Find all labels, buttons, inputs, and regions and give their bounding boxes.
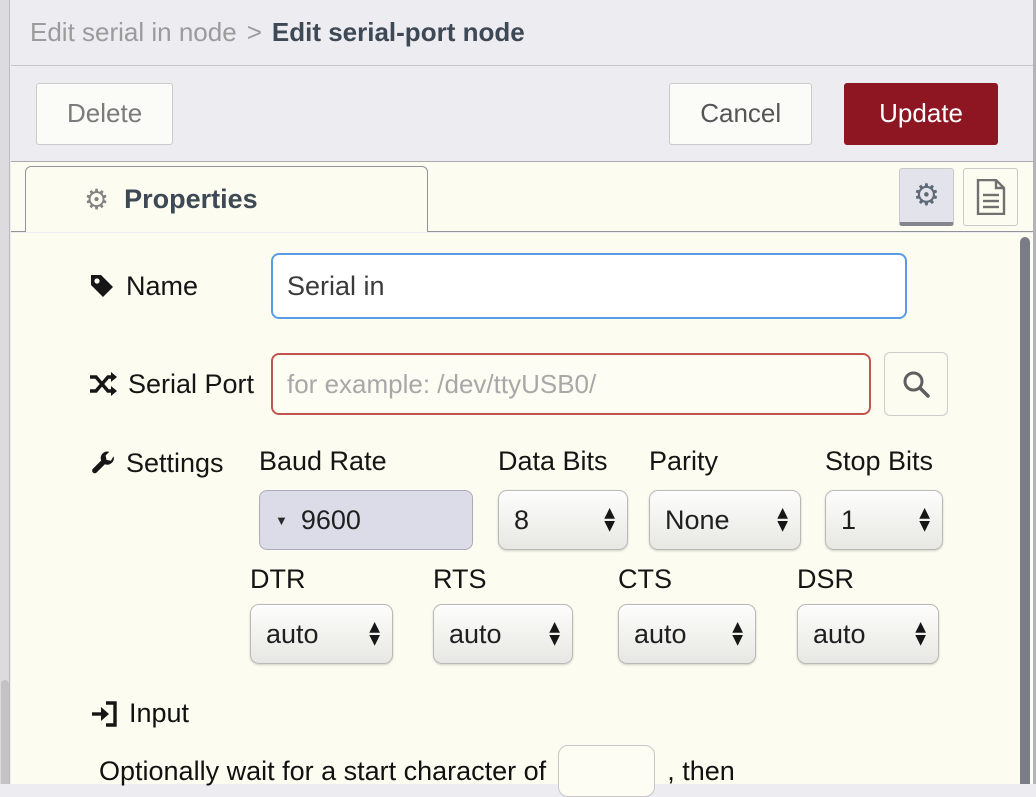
breadcrumb-parent[interactable]: Edit serial in node xyxy=(30,17,237,47)
input-section-header: Input xyxy=(91,698,1033,729)
delete-button[interactable]: Delete xyxy=(36,82,174,145)
wait-text-before: Optionally wait for a start character of xyxy=(99,755,547,786)
breadcrumb-separator: > xyxy=(246,17,262,47)
panel-scrollbar[interactable] xyxy=(1020,237,1030,784)
parity-value: None xyxy=(665,504,730,535)
baud-rate-value: 9600 xyxy=(300,504,361,535)
dtr-value: auto xyxy=(266,618,319,649)
name-input[interactable] xyxy=(271,253,907,319)
tab-properties[interactable]: ⚙ Properties xyxy=(25,166,428,232)
properties-panel: Name Serial Port xyxy=(11,233,1033,797)
panel-scrollbar-thumb[interactable] xyxy=(1020,237,1030,784)
data-bits-label: Data Bits xyxy=(498,446,608,476)
dtr-field: DTR auto ▲▼ xyxy=(250,564,393,664)
tab-properties-label: Properties xyxy=(124,184,258,214)
settings-row: Settings Baud Rate ▼ 9600 Data Bits xyxy=(89,446,1033,664)
dsr-label: DSR xyxy=(797,564,855,594)
select-arrows-icon: ▲▼ xyxy=(915,619,926,648)
stop-bits-field: Stop Bits 1 ▲▼ xyxy=(825,446,943,550)
start-character-input[interactable] xyxy=(558,745,656,797)
cts-select[interactable]: auto ▲▼ xyxy=(618,604,756,664)
settings-grid: Baud Rate ▼ 9600 Data Bits 8 ▲▼ xyxy=(250,446,943,664)
data-bits-select[interactable]: 8 ▲▼ xyxy=(498,490,628,550)
wait-text-after: , then xyxy=(667,755,735,786)
cancel-button[interactable]: Cancel xyxy=(669,82,813,145)
dtr-select[interactable]: auto ▲▼ xyxy=(250,604,393,664)
wrench-icon xyxy=(92,451,114,473)
baud-rate-field: Baud Rate ▼ 9600 xyxy=(259,446,473,550)
dsr-value: auto xyxy=(813,618,866,649)
data-bits-field: Data Bits 8 ▲▼ xyxy=(498,446,628,550)
dtr-label: DTR xyxy=(250,564,306,594)
input-section-label: Input xyxy=(129,698,190,728)
tag-icon xyxy=(91,275,113,297)
parity-field: Parity None ▲▼ xyxy=(649,446,801,550)
cts-label: CTS xyxy=(618,564,672,594)
select-arrows-icon: ▲▼ xyxy=(604,505,615,534)
data-bits-value: 8 xyxy=(514,504,530,535)
search-icon xyxy=(903,371,930,398)
rts-select[interactable]: auto ▲▼ xyxy=(433,604,573,664)
dialog-action-bar: Delete Cancel Update xyxy=(11,66,1033,162)
select-arrows-icon: ▲▼ xyxy=(369,619,380,648)
background-scrollbar-thumb[interactable] xyxy=(1,680,9,784)
gear-icon: ⚙ xyxy=(84,183,110,216)
stop-bits-value: 1 xyxy=(841,504,857,535)
settings-label-text: Settings xyxy=(126,448,224,478)
serial-port-input[interactable] xyxy=(271,353,871,415)
serial-port-label: Serial Port xyxy=(89,369,271,400)
stop-bits-label: Stop Bits xyxy=(825,446,934,476)
breadcrumb-current: Edit serial-port node xyxy=(271,17,525,47)
editor-left-edge xyxy=(0,0,10,784)
rts-value: auto xyxy=(449,618,502,649)
stop-bits-select[interactable]: 1 ▲▼ xyxy=(825,490,943,550)
parity-select[interactable]: None ▲▼ xyxy=(649,490,801,550)
settings-line-1: Baud Rate ▼ 9600 Data Bits 8 ▲▼ xyxy=(259,446,943,550)
dsr-select[interactable]: auto ▲▼ xyxy=(797,604,939,664)
node-settings-button[interactable]: ⚙ xyxy=(899,168,954,226)
cts-field: CTS auto ▲▼ xyxy=(618,564,756,664)
baud-rate-label: Baud Rate xyxy=(259,446,387,476)
name-label-text: Name xyxy=(126,270,199,301)
gear-icon: ⚙ xyxy=(913,178,940,213)
cts-value: auto xyxy=(634,618,687,649)
breadcrumb: Edit serial in node > Edit serial-port n… xyxy=(11,0,1033,66)
document-icon xyxy=(976,179,1005,215)
node-edit-dialog: Edit serial in node > Edit serial-port n… xyxy=(11,0,1033,797)
sign-in-icon xyxy=(92,700,117,727)
serial-port-row: Serial Port xyxy=(89,352,1033,416)
baud-rate-combo[interactable]: ▼ 9600 xyxy=(259,490,473,550)
serial-port-label-text: Serial Port xyxy=(128,368,255,399)
update-button[interactable]: Update xyxy=(844,82,998,145)
parity-label: Parity xyxy=(649,446,719,476)
select-arrows-icon: ▲▼ xyxy=(732,619,743,648)
settings-label: Settings xyxy=(89,446,259,479)
name-label: Name xyxy=(89,271,271,302)
dialog-tab-bar: ⚙ Properties ⚙ xyxy=(11,162,1033,232)
settings-line-2: DTR auto ▲▼ RTS auto xyxy=(250,564,943,664)
tab-toolbar: ⚙ xyxy=(899,168,1018,226)
select-arrows-icon: ▲▼ xyxy=(777,505,788,534)
rts-field: RTS auto ▲▼ xyxy=(433,564,573,664)
rts-label: RTS xyxy=(433,564,487,594)
select-arrows-icon: ▲▼ xyxy=(549,619,560,648)
caret-down-icon: ▼ xyxy=(275,512,288,528)
name-row: Name xyxy=(89,253,1033,319)
port-search-button[interactable] xyxy=(884,352,948,416)
node-description-button[interactable] xyxy=(963,168,1018,226)
dsr-field: DSR auto ▲▼ xyxy=(797,564,939,664)
select-arrows-icon: ▲▼ xyxy=(919,505,930,534)
start-character-row: Optionally wait for a start character of… xyxy=(99,745,1033,797)
shuffle-icon xyxy=(90,372,117,396)
